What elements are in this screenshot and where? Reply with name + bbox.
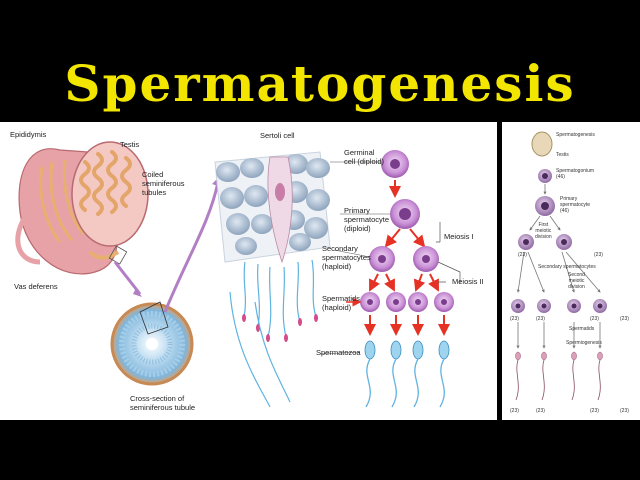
left-diagram-art — [15, 141, 461, 408]
lineage-diagram — [319, 150, 461, 408]
right-label-spermatogonium: Spermatogonium (46) — [556, 168, 595, 180]
label-sertoli-cell: Sertoli cell — [260, 131, 295, 140]
right-label-primary: Primary spermatocyte (46) — [560, 196, 591, 214]
testis-illustration — [15, 141, 149, 297]
right-label-spermatids: Spermatids — [569, 326, 595, 332]
label-meiosis-1: Meiosis I — [444, 232, 474, 241]
label-meiosis-2: Meiosis II — [452, 277, 484, 286]
right-count-sperm-3: (23) — [590, 408, 599, 414]
right-label-first-meiotic: First meiotic division — [535, 222, 552, 240]
right-label-spermatogenesis: Spermatogenesis — [556, 132, 595, 138]
left-diagram-panel: Epididymis Testis Coiled seminiferous tu… — [0, 122, 497, 420]
right-count-spermatid-2: (23) — [536, 316, 545, 322]
right-count-sperm-4: (23) — [620, 408, 629, 414]
right-count-spermatid-1: (23) — [510, 316, 519, 322]
label-coiled-tubules: Coiled seminiferous tubules — [142, 170, 185, 197]
right-count-secondary-1: (23) — [518, 252, 527, 258]
label-spermatids: Spermatids (haploid) — [322, 294, 360, 312]
right-count-sperm-1: (23) — [510, 408, 519, 414]
page-title: Spermatogenesis — [64, 54, 576, 113]
right-label-secondary: Secondary spermatocytes — [538, 264, 596, 270]
right-count-spermatid-4: (23) — [620, 316, 629, 322]
right-count-secondary-2: (23) — [594, 252, 603, 258]
right-label-spermiogenesis: Spermiogenesis — [566, 340, 602, 346]
right-count-sperm-2: (23) — [536, 408, 545, 414]
right-diagram-art — [511, 131, 607, 401]
tubule-wall-illustration — [214, 151, 331, 408]
label-testis: Testis — [120, 140, 140, 149]
right-label-second-meiotic: Second meiotic division — [568, 272, 585, 290]
label-germinal-cell: Germinal cell (diploid) — [344, 148, 385, 166]
label-primary-spermatocyte: Primary spermatocyte (diploid) — [344, 206, 390, 233]
label-vas-deferens: Vas deferens — [14, 282, 58, 291]
right-count-spermatid-3: (23) — [590, 316, 599, 322]
label-cross-section: Cross-section of seminiferous tubule — [130, 394, 196, 412]
label-spermatozoa: Spermatozoa — [316, 348, 361, 357]
spermatozoa-group — [364, 340, 450, 408]
right-label-testis: Testis — [556, 152, 569, 158]
label-epididymis: Epididymis — [10, 130, 47, 139]
right-diagram-panel: Spermatogenesis Testis Spermatogonium (4… — [502, 122, 640, 420]
label-secondary-spermatocytes: Secondary spermatocytes (haploid) — [322, 244, 371, 271]
